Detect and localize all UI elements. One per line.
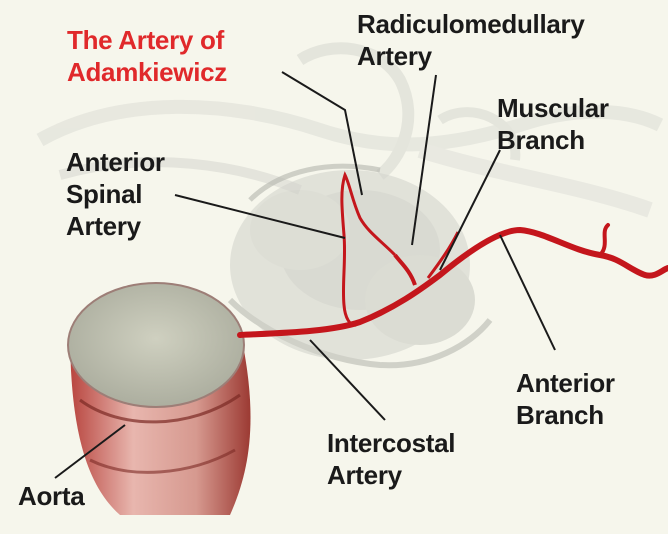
label-adamkiewicz-line1: The Artery of: [67, 24, 227, 56]
label-anterior-spinal-line2: Spinal: [66, 178, 165, 210]
label-artery-of-adamkiewicz: The Artery of Adamkiewicz: [67, 24, 227, 88]
label-anterior-spinal-artery: Anterior Spinal Artery: [66, 146, 165, 242]
label-intercostal-line1: Intercostal: [327, 427, 455, 459]
label-muscular-line2: Branch: [497, 124, 609, 156]
label-aorta-text: Aorta: [18, 480, 84, 512]
label-anterior-branch: Anterior Branch: [516, 367, 615, 431]
label-muscular-branch: Muscular Branch: [497, 92, 609, 156]
leader-anterior-branch: [500, 235, 555, 350]
label-intercostal-artery: Intercostal Artery: [327, 427, 455, 491]
label-anterior-spinal-line3: Artery: [66, 210, 165, 242]
label-intercostal-line2: Artery: [327, 459, 455, 491]
label-aorta: Aorta: [18, 480, 84, 512]
label-radiculomedullary-line2: Artery: [357, 40, 585, 72]
label-anterior-spinal-line1: Anterior: [66, 146, 165, 178]
label-anterior-branch-line2: Branch: [516, 399, 615, 431]
anterior-branch-vessel: [600, 225, 608, 255]
label-anterior-branch-line1: Anterior: [516, 367, 615, 399]
label-radiculomedullary-artery: Radiculomedullary Artery: [357, 8, 585, 72]
aorta: [68, 283, 251, 515]
label-muscular-line1: Muscular: [497, 92, 609, 124]
label-radiculomedullary-line1: Radiculomedullary: [357, 8, 585, 40]
label-adamkiewicz-line2: Adamkiewicz: [67, 56, 227, 88]
